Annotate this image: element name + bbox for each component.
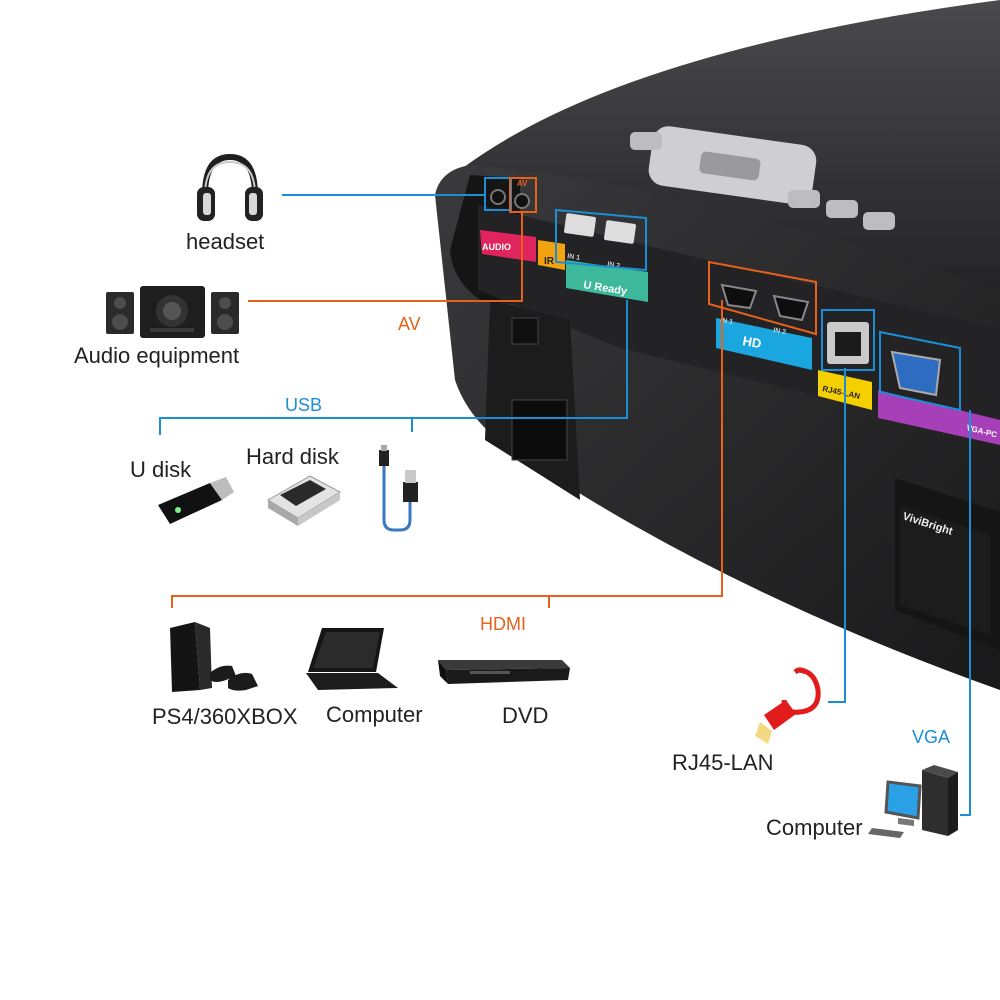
label-headset: headset xyxy=(186,229,265,254)
usb-cable-icon xyxy=(379,445,418,532)
label-ps4: PS4/360XBOX xyxy=(152,704,298,729)
panel-label-hdmi-in1: IN 1 xyxy=(720,317,734,326)
desktop-computer-icon xyxy=(868,765,958,838)
projector xyxy=(435,0,1000,690)
panel-label-usb-in1: IN 1 xyxy=(567,253,581,262)
usb-stick-icon xyxy=(158,477,234,524)
label-av: AV xyxy=(398,314,421,334)
label-dvd: DVD xyxy=(502,703,549,728)
game-console-icon xyxy=(170,622,258,692)
panel-label-hdmi-in2: IN 2 xyxy=(773,327,787,336)
panel-label-av: AV xyxy=(517,179,528,188)
panel-label-hd: HD xyxy=(741,333,762,351)
panel-label-audio: AUDIO xyxy=(482,242,511,252)
label-audio-equipment: Audio equipment xyxy=(74,343,240,368)
connector-lines xyxy=(159,177,971,816)
label-hdmi: HDMI xyxy=(480,614,526,634)
panel-label-usb-in2: IN 2 xyxy=(607,261,621,270)
speaker-system-icon xyxy=(106,286,239,338)
headset-icon xyxy=(197,153,263,221)
label-vga: VGA xyxy=(912,727,951,747)
ethernet-cable-icon xyxy=(755,667,821,744)
label-computer-desktop: Computer xyxy=(766,815,863,840)
label-usb: USB xyxy=(285,395,323,415)
label-rj45-lan: RJ45-LAN xyxy=(672,750,774,775)
hard-disk-icon xyxy=(267,475,342,526)
label-computer-laptop: Computer xyxy=(326,702,423,727)
label-hard-disk: Hard disk xyxy=(246,444,339,469)
panel-label-ir: IR xyxy=(544,256,555,267)
laptop-icon xyxy=(306,628,398,690)
label-u-disk: U disk xyxy=(130,457,192,482)
dvd-player-icon xyxy=(438,660,570,684)
